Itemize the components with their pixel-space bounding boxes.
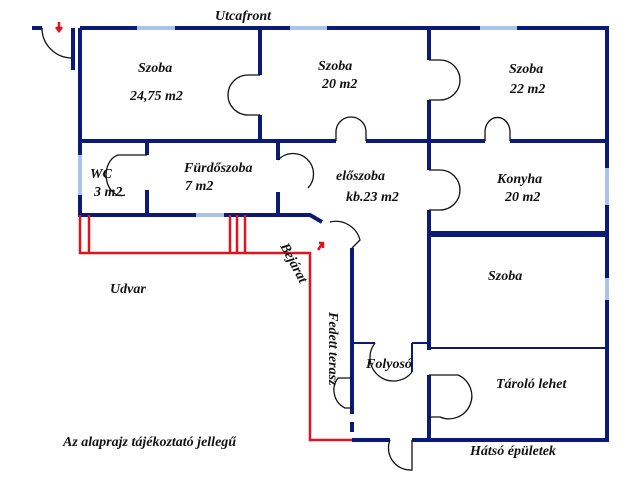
entrance-arrow-icon	[316, 241, 325, 251]
corridor-label: Folyosó	[365, 357, 412, 372]
entrance-label: Bejárat	[276, 240, 310, 287]
room2-area: 20 m2	[321, 77, 357, 92]
kitchen-name: Konyha	[496, 172, 542, 187]
room1-name: Szoba	[138, 61, 172, 76]
disclaimer: Az alaprajz tájékoztató jellegű	[62, 435, 237, 450]
room3-area: 22 m2	[509, 82, 545, 97]
back-buildings-label: Hátsó épületek	[469, 444, 556, 459]
wc-area: 3 m2	[93, 185, 122, 200]
entrance-arrow-icon	[55, 22, 63, 34]
storage-label: Tároló lehet	[496, 377, 567, 392]
hall-area: kb.23 m2	[346, 190, 399, 205]
yard-label: Udvar	[110, 282, 146, 297]
hall-name: előszoba	[336, 169, 385, 184]
street-label: Utcafront	[215, 9, 272, 24]
bath-name: Fürdőszoba	[183, 161, 252, 176]
room1-area: 24,75 m2	[129, 89, 183, 104]
doors	[41, 27, 511, 471]
windows	[78, 26, 609, 300]
wc-name: WC	[90, 167, 112, 182]
outline-red	[55, 22, 352, 442]
room4-name: Szoba	[488, 269, 522, 284]
room-labels: Utcafront Szoba 24,75 m2 Szoba 20 m2 Szo…	[62, 9, 567, 459]
kitchen-area: 20 m2	[504, 190, 540, 205]
bath-area: 7 m2	[185, 179, 213, 194]
room3-name: Szoba	[509, 62, 543, 77]
terrace-label: Fedett terasz	[325, 311, 340, 386]
walls	[32, 26, 609, 442]
room2-name: Szoba	[318, 59, 352, 74]
